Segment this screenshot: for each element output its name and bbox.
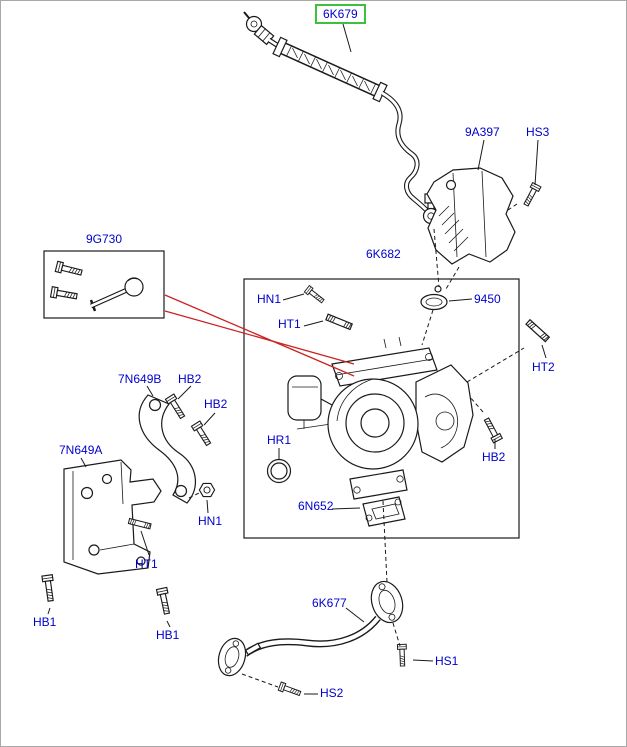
bolt-hb1-a-drawing <box>41 574 57 603</box>
nut-hn1-bracket-drawing <box>198 482 216 498</box>
part-label-7N649B[interactable]: 7N649B <box>118 372 162 386</box>
oil-drain-pipe-drawing <box>217 580 404 677</box>
stud-ht2-drawing <box>525 319 550 343</box>
turbocharger-drawing <box>287 336 474 500</box>
part-label-HS2[interactable]: HS2 <box>320 686 344 700</box>
part-label-HR1[interactable]: HR1 <box>267 433 292 447</box>
part-label-9450[interactable]: 9450 <box>474 292 501 306</box>
part-label-HN1-a[interactable]: HN1 <box>257 292 282 306</box>
part-label-HB1-b[interactable]: HB1 <box>156 628 180 642</box>
screw-hs2-drawing <box>277 681 303 699</box>
turbo-assembly-box <box>243 278 520 539</box>
bracket-7n649b-drawing <box>138 394 196 504</box>
part-label-HB2-a[interactable]: HB2 <box>178 372 202 386</box>
oil-feed-pipe-drawing <box>243 11 440 225</box>
screw-hs1-drawing <box>396 643 408 667</box>
leader-lines <box>47 23 547 695</box>
part-label-6K682[interactable]: 6K682 <box>366 247 401 261</box>
part-label-HS1[interactable]: HS1 <box>435 654 459 668</box>
part-label-HB2-b[interactable]: HB2 <box>204 397 228 411</box>
o-ring-hr1-drawing <box>266 458 292 484</box>
part-label-HT2[interactable]: HT2 <box>532 360 555 374</box>
nut-hn1-turbo-drawing <box>303 285 326 305</box>
gasket-9450-drawing <box>420 285 448 311</box>
bolt-hb2-b-drawing <box>190 420 214 448</box>
part-label-HN1-b[interactable]: HN1 <box>198 514 223 528</box>
part-label-6N652[interactable]: 6N652 <box>298 499 334 513</box>
bolt-hb2-turbo-drawing <box>481 416 503 444</box>
stud-ht1-turbo-drawing <box>325 313 353 331</box>
braid-hatch <box>286 45 376 95</box>
fitting-kit-drawing <box>49 260 144 312</box>
part-label-HB1-a[interactable]: HB1 <box>33 615 57 629</box>
bolt-hb2-a-drawing <box>164 393 188 421</box>
callout-lines <box>164 294 355 377</box>
screw-hs3-drawing <box>521 182 542 208</box>
construction-dashed-lines <box>188 203 525 688</box>
part-label-HB2-c[interactable]: HB2 <box>482 450 506 464</box>
bolt-hb1-b-drawing <box>155 586 173 616</box>
bracket-7n649a-drawing <box>63 459 162 575</box>
fitting-kit-box <box>43 250 165 319</box>
heat-shield-drawing <box>426 167 516 265</box>
part-label-HT1-b[interactable]: HT1 <box>135 557 158 571</box>
part-label-9A397[interactable]: 9A397 <box>465 125 500 139</box>
part-label-HS3[interactable]: HS3 <box>526 125 550 139</box>
part-label-7N649A[interactable]: 7N649A <box>59 443 103 457</box>
part-label-6K679[interactable]: 6K679 <box>315 4 366 24</box>
part-label-9G730[interactable]: 9G730 <box>86 232 123 246</box>
part-label-6K677[interactable]: 6K677 <box>312 596 347 610</box>
part-label-HT1-a[interactable]: HT1 <box>278 317 301 331</box>
